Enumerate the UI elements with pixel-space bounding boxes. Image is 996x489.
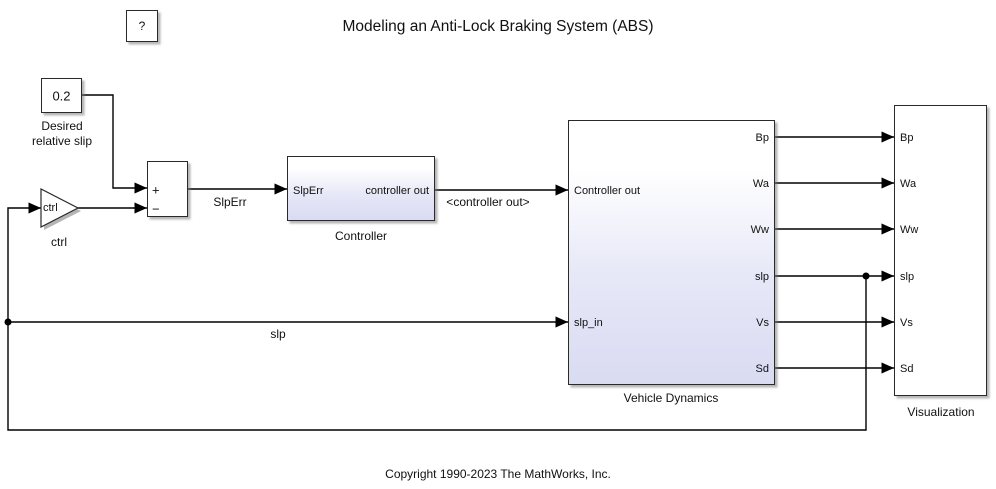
wire-slp-feedback-to-gain[interactable] <box>7 202 867 431</box>
vis-input-slp: slp <box>900 271 915 283</box>
vd-output-vs: Vs <box>756 317 769 329</box>
controller-output-port-label: controller out <box>365 185 429 197</box>
junction-dot-slp-branch <box>862 272 870 280</box>
visualization-block-label: Visualization <box>907 405 975 419</box>
question-mark-icon: ? <box>138 19 146 33</box>
signal-label-slperr: SlpErr <box>213 195 247 209</box>
constant-block-label: Desired relative slip <box>31 119 93 148</box>
help-doc-block[interactable]: ? <box>126 10 158 42</box>
junction-dot-left <box>4 318 12 326</box>
copyright-text: Copyright 1990-2023 The MathWorks, Inc. <box>385 467 611 481</box>
vd-input-controller-out: Controller out <box>574 185 641 197</box>
vis-input-vs: Vs <box>900 317 913 329</box>
visualization-block[interactable]: Bp Wa Ww slp Vs Sd <box>894 105 987 396</box>
constant-value: 0.2 <box>52 88 71 103</box>
vd-output-sd: Sd <box>755 363 769 375</box>
vd-input-slp-in: slp_in <box>574 317 603 329</box>
vis-input-sd: Sd <box>900 363 914 375</box>
vd-output-wa: Wa <box>752 178 769 190</box>
signal-label-slp: slp <box>270 327 286 341</box>
vd-output-ww: Ww <box>750 224 769 236</box>
vehicle-dynamics-block[interactable]: Controller out slp_in Bp Wa Ww slp Vs Sd <box>568 120 775 385</box>
controller-block[interactable]: SlpErr controller out <box>287 156 435 221</box>
controller-input-port-label: SlpErr <box>293 185 324 197</box>
gain-block[interactable] <box>40 188 80 228</box>
vis-input-ww: Ww <box>900 224 919 236</box>
vd-output-bp: Bp <box>755 132 769 144</box>
constant-block[interactable]: 0.2 <box>41 78 82 113</box>
wire-constant-to-sum[interactable] <box>82 94 147 194</box>
signal-label-controller-out: <controller out> <box>446 195 530 209</box>
sum-minus-sign: − <box>152 201 160 217</box>
vd-output-slp: slp <box>754 271 769 283</box>
controller-block-label: Controller <box>334 229 388 243</box>
sum-block[interactable]: + − <box>147 161 188 217</box>
vis-input-bp: Bp <box>900 132 914 144</box>
gain-block-label: ctrl <box>51 235 67 249</box>
model-title: Modeling an Anti-Lock Braking System (AB… <box>342 18 654 35</box>
sum-plus-sign: + <box>152 182 160 198</box>
vehicle-dynamics-block-label: Vehicle Dynamics <box>623 391 719 405</box>
vis-input-wa: Wa <box>900 178 917 190</box>
gain-block-text: ctrl <box>43 202 58 214</box>
